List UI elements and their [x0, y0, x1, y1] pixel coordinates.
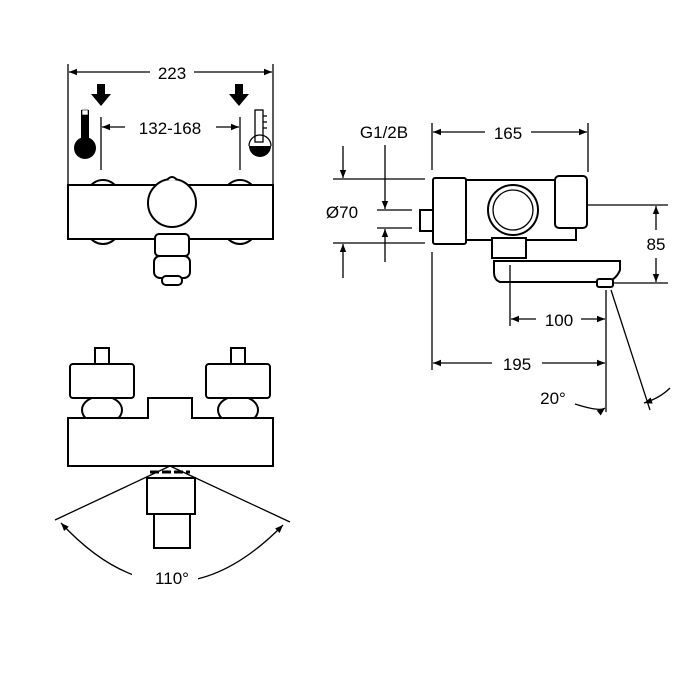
arrow-down-icon: [229, 84, 249, 106]
dim-overall-width: 223: [158, 64, 186, 83]
arrow-down-icon: [91, 84, 111, 106]
side-view: G1/2B Ø70 165 85 100: [326, 123, 671, 416]
nozzle-top: [153, 513, 191, 549]
dim-spout-reach: 100: [545, 311, 573, 330]
dim-outlet-height: 85: [647, 235, 666, 254]
dim-swivel-angle: 110°: [155, 569, 189, 588]
dim-connection-spacing: 132-168: [139, 119, 201, 138]
dim-outlet-angle: 20°: [540, 389, 566, 408]
mixer-body-top: [67, 397, 274, 467]
spout-nozzle: [153, 255, 191, 279]
handle-cap-left: [94, 347, 110, 365]
dim-total-projection: 195: [503, 355, 531, 374]
cold-thermometer-icon: [74, 109, 96, 159]
dim-body-depth: 165: [494, 124, 522, 143]
spout-top: [146, 477, 196, 515]
handle-cap-right: [230, 347, 246, 365]
dim-diameter: Ø70: [326, 203, 358, 222]
handle-right: [205, 363, 271, 399]
end-cap: [554, 175, 588, 229]
front-view: 223 132-168: [67, 64, 274, 286]
inlet-stub: [419, 209, 434, 232]
diverter: [491, 237, 527, 259]
dim-thread: G1/2B: [360, 123, 408, 142]
handle-left: [69, 363, 135, 399]
spout: [154, 233, 190, 257]
side-knob: [487, 184, 539, 236]
hot-thermometer-icon: [248, 109, 272, 157]
top-view: 110°: [54, 347, 291, 588]
wall-flange: [432, 177, 467, 245]
thermostat-knob: [147, 178, 197, 228]
